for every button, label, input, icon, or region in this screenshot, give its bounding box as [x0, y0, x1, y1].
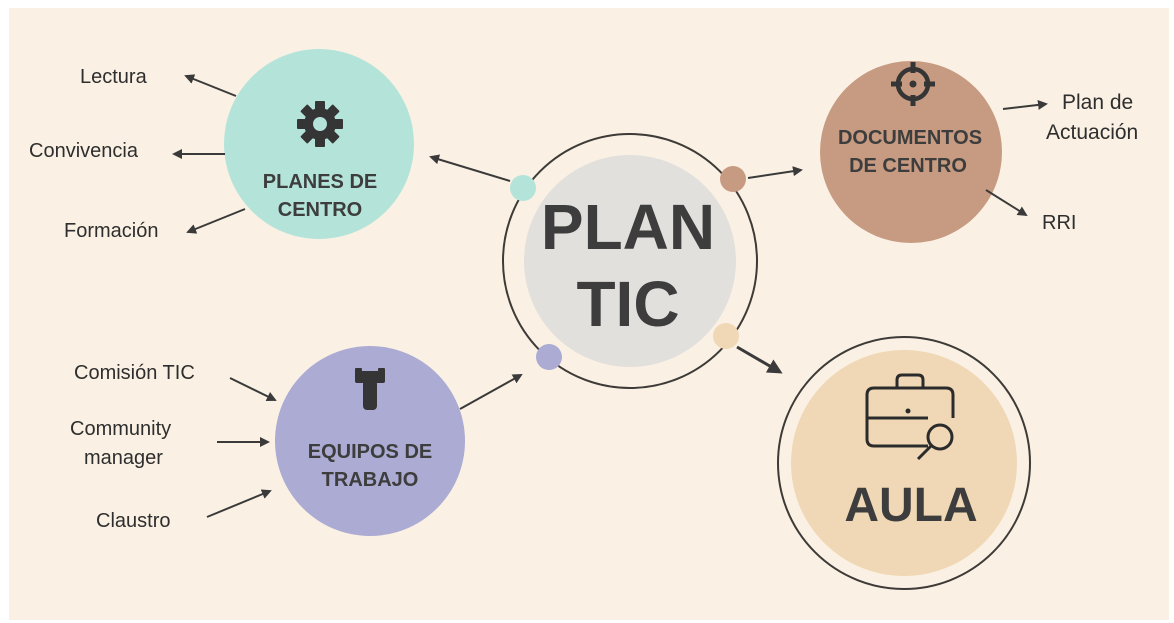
documentos-item-rri: RRI [1042, 212, 1076, 234]
connector-dot-documentos [720, 166, 746, 192]
connector-dot-aula [713, 323, 739, 349]
documentos-title-line2: DE CENTRO [849, 155, 967, 177]
arrow-center-to-documentos [747, 166, 803, 179]
planes-title-line2: CENTRO [278, 199, 362, 221]
planes-node: PLANES DE CENTRO [224, 49, 414, 239]
connector-dot-planes [510, 175, 536, 201]
equipos-title-line2: TRABAJO [322, 469, 419, 491]
equipos-item-comision: Comisión TIC [74, 362, 195, 384]
arrow-claustro-to-equipos [206, 489, 272, 518]
planes-item-formacion: Formación [64, 220, 158, 242]
center-circle [524, 155, 736, 367]
arrow-documentos-to-rri [985, 189, 1028, 217]
briefcase-search-icon [865, 373, 955, 461]
arrow-center-to-aula [736, 345, 783, 374]
center-title-line1: PLAN [541, 191, 715, 263]
tool-icon [355, 368, 385, 410]
aula-outer-ring [777, 336, 1031, 590]
equipos-item-community-line2: manager [84, 447, 163, 469]
equipos-node: EQUIPOS DE TRABAJO [275, 346, 465, 536]
documentos-title-line1: DOCUMENTOS [838, 127, 982, 149]
gear-icon [297, 101, 343, 147]
arrow-planes-to-formacion [186, 208, 246, 234]
equipos-item-community-line1: Community [70, 418, 171, 440]
equipos-circle [275, 346, 465, 536]
aula-circle [791, 350, 1017, 576]
center-node: PLAN TIC [502, 133, 758, 389]
briefcase-latch [905, 408, 911, 414]
planes-item-lectura: Lectura [80, 66, 148, 88]
arrow-documentos-to-plan [1002, 99, 1048, 110]
planes-item-convivencia: Convivencia [29, 140, 139, 162]
equipos-item-claustro: Claustro [96, 510, 170, 532]
connector-dot-equipos [536, 344, 562, 370]
documentos-circle [820, 61, 1002, 243]
center-title-line2: TIC [576, 268, 679, 340]
documentos-item-plan-line2: Actuación [1046, 121, 1138, 144]
center-outer-ring [502, 133, 758, 389]
documentos-item-plan-line1: Plan de [1062, 91, 1133, 114]
aula-title: AULA [844, 479, 977, 532]
arrow-equipos-to-center [459, 374, 523, 410]
aula-node: AULA [777, 336, 1031, 590]
planes-title-line1: PLANES DE [263, 171, 377, 193]
arrow-planes-to-lectura [184, 74, 237, 97]
arrow-center-to-planes [429, 154, 511, 182]
crosshair-icon [891, 62, 935, 106]
documentos-node: DOCUMENTOS DE CENTRO [820, 61, 1002, 243]
equipos-title-line1: EQUIPOS DE [308, 441, 432, 463]
arrow-comision-to-equipos [229, 377, 277, 401]
